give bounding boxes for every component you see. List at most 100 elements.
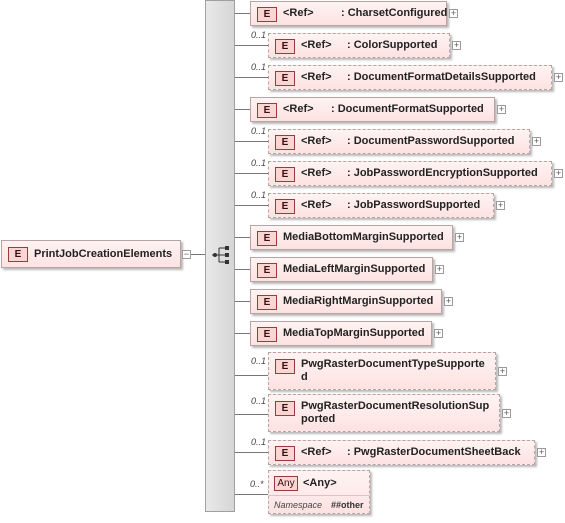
element-media-right-margin-supported[interactable]: E MediaRightMarginSupported (250, 289, 442, 314)
expand-toggle[interactable]: + (455, 232, 464, 242)
cardinality-label: 0..1 (251, 437, 267, 447)
connector-line (235, 269, 250, 270)
element-badge: E (257, 231, 277, 246)
element-badge: E (275, 446, 295, 461)
expand-toggle[interactable]: + (435, 264, 444, 274)
expand-toggle[interactable]: + (532, 136, 541, 146)
element-name: : CharsetConfigured (341, 7, 448, 19)
cardinality-label: 0..1 (251, 62, 267, 72)
element-name: MediaLeftMarginSupported (283, 263, 426, 275)
namespace-value: ##other (331, 500, 364, 510)
element-badge: E (275, 71, 295, 86)
element-badge: E (8, 247, 28, 262)
element-name-line-2: d (301, 371, 308, 383)
element-name-line-2: ported (301, 413, 336, 425)
element-media-top-margin-supported[interactable]: E MediaTopMarginSupported (250, 321, 432, 346)
cardinality-label: 0..1 (251, 30, 267, 40)
connector-line (235, 414, 268, 415)
element-job-password-encryption-supported[interactable]: E <Ref> : JobPasswordEncryptionSupported (268, 161, 552, 186)
element-badge: E (275, 199, 295, 214)
cardinality-label: 0..1 (251, 396, 267, 406)
cardinality-label: 0..1 (251, 158, 267, 168)
ref-label: <Ref> (301, 167, 332, 179)
any-badge: Any (274, 476, 298, 491)
element-name: : PwgRasterDocumentSheetBack (347, 446, 521, 458)
element-name: MediaRightMarginSupported (283, 295, 434, 307)
connector-line (235, 333, 250, 334)
element-pwg-raster-document-resolution-supported[interactable]: E PwgRasterDocumentResolutionSup ported (268, 394, 500, 432)
element-document-format-details-supported[interactable]: E <Ref> : DocumentFormatDetailsSupported (268, 65, 552, 90)
any-label: <Any> (303, 477, 337, 489)
ref-label: <Ref> (301, 446, 332, 458)
root-element[interactable]: E PrintJobCreationElements (1, 240, 181, 268)
expand-toggle[interactable]: + (452, 40, 461, 50)
element-media-bottom-margin-supported[interactable]: E MediaBottomMarginSupported (250, 225, 453, 250)
element-pwg-raster-document-type-supported[interactable]: E PwgRasterDocumentTypeSupporte d (268, 352, 496, 390)
element-name: : ColorSupported (347, 39, 438, 51)
element-pwg-raster-document-sheet-back[interactable]: E <Ref> : PwgRasterDocumentSheetBack (268, 440, 535, 465)
expand-toggle[interactable]: + (496, 200, 505, 210)
element-name: : DocumentFormatSupported (331, 103, 484, 115)
element-badge: E (257, 263, 277, 278)
connector-line (235, 109, 250, 110)
connector-line (235, 45, 268, 46)
ref-label: <Ref> (301, 39, 332, 51)
namespace-label: Namespace (274, 500, 323, 510)
element-badge: E (275, 401, 295, 416)
element-badge: E (275, 167, 295, 182)
connector-line (235, 301, 250, 302)
expand-toggle[interactable]: + (497, 104, 506, 114)
expand-toggle[interactable]: + (554, 168, 563, 178)
ref-label: <Ref> (283, 103, 314, 115)
cardinality-label: 0..1 (251, 190, 267, 200)
connector-line (235, 141, 268, 142)
element-name: : DocumentFormatDetailsSupported (347, 71, 536, 83)
element-document-format-supported[interactable]: E <Ref> : DocumentFormatSupported (250, 97, 495, 122)
element-name: PwgRasterDocumentTypeSupporte d (301, 358, 485, 384)
connector-line (235, 173, 268, 174)
element-badge: E (257, 295, 277, 310)
element-charset-configured[interactable]: E <Ref> : CharsetConfigured (250, 1, 447, 26)
element-media-left-margin-supported[interactable]: E MediaLeftMarginSupported (250, 257, 433, 282)
element-document-password-supported[interactable]: E <Ref> : DocumentPasswordSupported (268, 129, 530, 154)
element-badge: E (257, 7, 277, 22)
expand-toggle[interactable]: + (444, 296, 453, 306)
cardinality-label: 0..1 (251, 126, 267, 136)
element-badge: E (275, 39, 295, 54)
cardinality-label: 0..* (250, 479, 264, 489)
any-wildcard[interactable]: Any <Any> Namespace ##other (268, 470, 370, 514)
element-name: : DocumentPasswordSupported (347, 135, 515, 147)
connector-line (235, 237, 250, 238)
element-name-line-1: PwgRasterDocumentTypeSupporte (301, 358, 485, 370)
ref-label: <Ref> (301, 135, 332, 147)
element-name-line-1: PwgRasterDocumentResolutionSup (301, 400, 490, 412)
element-badge: E (275, 135, 295, 150)
connector-line (235, 13, 250, 14)
element-job-password-supported[interactable]: E <Ref> : JobPasswordSupported (268, 193, 494, 218)
expand-toggle[interactable]: + (502, 408, 511, 418)
element-badge: E (257, 103, 277, 118)
element-name: PwgRasterDocumentResolutionSup ported (301, 400, 489, 426)
element-name: : JobPasswordEncryptionSupported (347, 167, 538, 179)
any-divider (269, 495, 369, 496)
connector-line (235, 77, 268, 78)
expand-toggle[interactable]: + (498, 366, 507, 376)
cardinality-label: 0..1 (251, 356, 267, 366)
root-collapse-toggle[interactable]: − (182, 249, 191, 259)
expand-toggle[interactable]: + (554, 72, 563, 82)
sequence-compositor (205, 0, 235, 512)
ref-label: <Ref> (301, 71, 332, 83)
expand-toggle[interactable]: + (434, 328, 443, 338)
ref-label: <Ref> (301, 199, 332, 211)
connector-line (235, 205, 268, 206)
expand-toggle[interactable]: + (537, 447, 546, 457)
root-element-label: PrintJobCreationElements (34, 248, 173, 260)
connector-line (235, 494, 268, 495)
element-name: : JobPasswordSupported (347, 199, 481, 211)
expand-toggle[interactable]: + (449, 8, 458, 18)
element-badge: E (257, 327, 277, 342)
element-color-supported[interactable]: E <Ref> : ColorSupported (268, 33, 450, 58)
element-badge: E (275, 359, 295, 374)
ref-label: <Ref> (283, 7, 314, 19)
connector-line (235, 375, 268, 376)
